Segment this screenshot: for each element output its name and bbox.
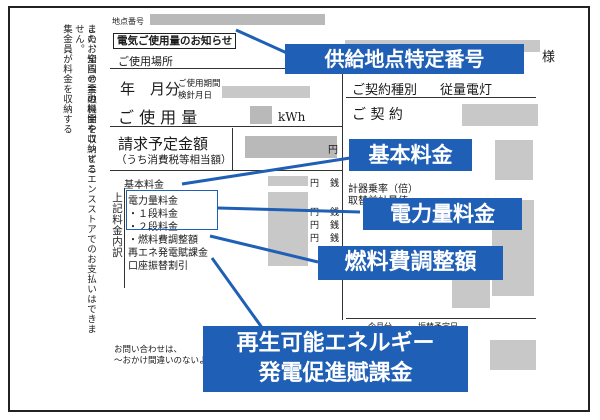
breakdown-redacted <box>268 192 308 266</box>
location-label: ご使用場所 <box>118 55 173 68</box>
supply-point-label: 地点番号 <box>112 17 144 26</box>
side-note-col2: また、全国の金融機関やコンビニエンスストアでのお支払いはできません。 <box>73 24 96 334</box>
callout-supply-point: 供給地点特定番号 <box>285 44 524 74</box>
callout-renewable-line1: 再生可能エネルギー <box>236 331 435 356</box>
callout-energy-fee: 電力量料金 <box>363 198 522 230</box>
contract-type-value: 従量電灯 <box>440 83 493 98</box>
basic-sen: 銭 <box>330 179 340 189</box>
side-note-col3: 集金員が料金を収納する <box>61 24 72 134</box>
contact-redacted <box>490 340 536 370</box>
rule-billing-bottom <box>110 170 342 171</box>
contract-type-label: ご契約種別 <box>352 83 418 98</box>
side-note-col1: このお知らせ票の料金を収納する <box>85 24 96 174</box>
meter-redacted <box>222 86 310 98</box>
fuel-adj-label: ・燃料費調整額 <box>128 235 198 246</box>
tier1-sen: 銭 <box>330 208 340 218</box>
fuel-sen: 銭 <box>330 234 340 244</box>
notice-title: 電気ご使用量のお知らせ <box>113 33 237 49</box>
rule-contract-type <box>346 97 536 98</box>
month-label: 年 月分 <box>120 80 181 98</box>
billing-label: 請求予定金額 <box>118 135 209 153</box>
tier2-yen: 円 <box>310 221 320 231</box>
breakdown-vertical: 上記料金内訳 <box>111 192 123 258</box>
energy-fee-label: 電力量料金 <box>128 196 178 207</box>
tax-note: （うち消費税等相当額） <box>116 154 232 166</box>
usage-redacted <box>250 106 272 124</box>
meter-label-2: 検針月日 <box>178 91 213 101</box>
basic-yen: 円 <box>310 179 320 189</box>
meter-label-1: ご使用期間 <box>178 79 221 89</box>
sama-label: 様 <box>542 50 556 65</box>
callout-fuel-adj: 燃料費調整額 <box>318 246 503 280</box>
contact-note: ～おかけ間違いのないよう <box>114 356 216 366</box>
renewable-label: 再エネ発電賦課金 <box>128 248 208 259</box>
rule-billing <box>232 128 233 170</box>
callout-basic-fee: 基本料金 <box>349 139 472 171</box>
tier2-sen: 銭 <box>330 221 340 231</box>
rule-usage <box>110 126 342 127</box>
usage-label: ご 使 用 量 <box>118 108 198 127</box>
contract-redacted <box>462 104 538 126</box>
billing-redacted <box>245 136 337 158</box>
contact-label: お問い合わせは、 <box>114 345 183 355</box>
fuel-yen: 円 <box>310 234 320 244</box>
rule-breakdown <box>124 188 125 288</box>
callout-renewable-line2: 発電促進賦課金 <box>258 361 413 386</box>
basic-fee-label: 基本料金 <box>124 180 164 191</box>
billing-yen: 円 <box>328 145 338 156</box>
basic-redacted <box>268 176 308 186</box>
supply-point-redacted <box>150 14 325 25</box>
usage-unit: kWh <box>278 110 306 124</box>
energy-fee-highlight-box <box>126 190 218 230</box>
multiplier-label: 計器乗率（倍） <box>348 184 418 195</box>
rule-location <box>110 68 335 69</box>
rule-center <box>342 70 343 320</box>
rule-transfer <box>346 318 536 319</box>
bank-label: 口座振替割引 <box>128 261 188 272</box>
right-redacted-1 <box>495 140 533 180</box>
contract-label: ご 契 約 <box>352 107 403 123</box>
tier2-label: ・２段料金 <box>128 222 178 233</box>
tier1-label: ・１段料金 <box>128 209 178 220</box>
tier1-yen: 円 <box>310 208 320 218</box>
callout-renewable: 再生可能エネルギー 発電促進賦課金 <box>203 326 468 392</box>
